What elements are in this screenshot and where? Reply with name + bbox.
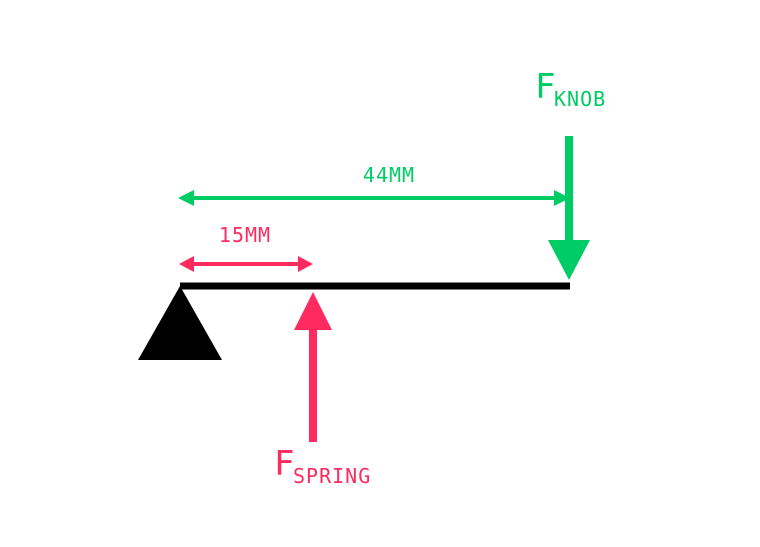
- spring-distance-label: 15MM: [219, 223, 271, 247]
- spring-distance-right-arrowhead: [298, 256, 313, 272]
- spring-distance-left-arrowhead: [179, 256, 194, 272]
- spring-distance-dimension: [179, 256, 313, 272]
- knob-force-label: F KNOB: [535, 67, 606, 111]
- knob-distance-label: 44MM: [363, 163, 415, 187]
- pivot-triangle: [138, 286, 222, 360]
- knob-force-subscript: KNOB: [554, 87, 606, 111]
- spring-force-symbol: F: [274, 444, 295, 484]
- knob-distance-right-arrowhead: [554, 190, 570, 206]
- knob-force-arrowhead: [548, 240, 590, 280]
- spring-force-subscript: SPRING: [293, 464, 371, 488]
- spring-force-label: F SPRING: [274, 444, 371, 488]
- knob-force-arrow: [548, 136, 590, 280]
- spring-force-arrow: [294, 292, 332, 442]
- knob-distance-left-arrowhead: [178, 190, 194, 206]
- knob-force-symbol: F: [535, 67, 556, 107]
- knob-distance-dimension: [178, 190, 570, 206]
- spring-force-arrowhead: [294, 292, 332, 330]
